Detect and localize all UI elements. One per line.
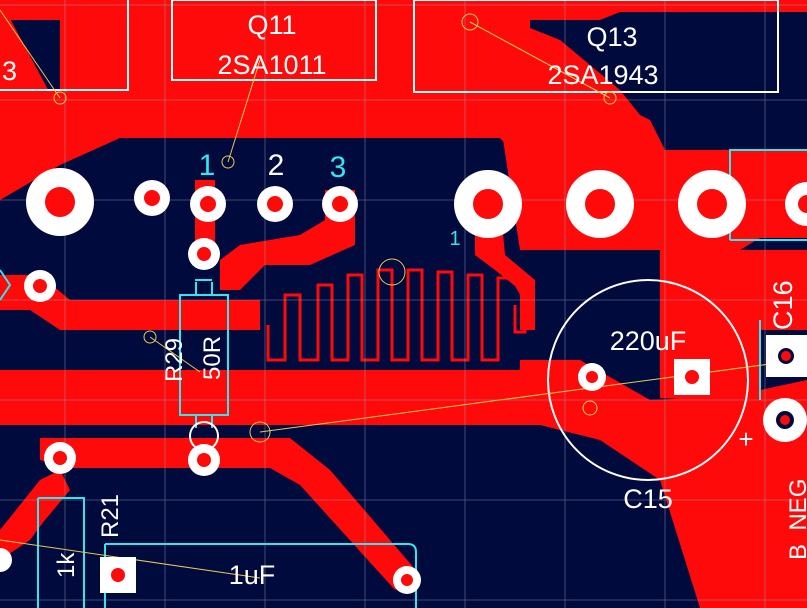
q11-value-label: 2SA1011 [217, 50, 326, 80]
pin1-label: 1 [199, 149, 216, 182]
pad-q13-2[interactable] [566, 170, 634, 238]
pad-bottom-track-end[interactable] [393, 566, 421, 594]
track-q11-pin3 [220, 190, 355, 290]
pad-c15-minus[interactable] [578, 363, 606, 391]
r21-outline [37, 497, 85, 608]
copper-pour-main [0, 85, 670, 250]
copper-pour-bottom-band [0, 370, 580, 425]
neg-partial-label: B_NEG [785, 479, 807, 560]
silkscreen-outlines [0, 0, 779, 481]
pad-right-edge[interactable] [785, 182, 807, 226]
pad-left-bottom[interactable] [0, 548, 12, 572]
silkscreen-text: Q11 2SA1011 Q13 2SA1943 3 1 2 3 1 220uF … [2, 10, 807, 590]
q11-outline [171, 0, 377, 81]
pad-q11-3[interactable] [322, 186, 358, 222]
q13-pin1-label: 1 [449, 228, 460, 250]
left-marker [0, 269, 12, 301]
c15-plus-mark: + [738, 424, 753, 454]
copper-pour-c15 [520, 360, 807, 608]
silkscreen-cyan-outlines [0, 149, 807, 608]
pad-c16-round[interactable] [763, 398, 807, 442]
r29-ref-label: R29 [161, 338, 188, 382]
pad-q11-2[interactable] [257, 186, 293, 222]
pad-left-edge[interactable] [24, 270, 56, 302]
c16-ref-label: C16 [768, 280, 798, 330]
pad-r29-bottom-2[interactable] [188, 444, 220, 476]
pin3-label: 3 [330, 151, 347, 184]
r21-value-label: 1k [53, 552, 80, 578]
q11-ref-label: Q11 [247, 10, 296, 40]
cap-1uf-value-label: 1uF [229, 560, 276, 590]
q13-value-label: 2SA1943 [547, 60, 658, 90]
r29-outline [179, 279, 229, 428]
pad-1uf-square[interactable] [100, 557, 136, 593]
r21-ref-label: R21 [97, 494, 124, 538]
pad-c15-plus[interactable] [674, 359, 710, 395]
pad-r29-top[interactable] [188, 238, 220, 270]
r29-value-label: 50R [199, 336, 226, 380]
pad-r21-top[interactable] [44, 442, 76, 474]
c15-value-label: 220uF [610, 326, 687, 356]
pads [0, 168, 807, 594]
c15-ref-label: C15 [623, 484, 673, 514]
c15-outline [547, 279, 749, 481]
q13-ref-label: Q13 [586, 22, 637, 52]
pad-q11-1[interactable] [190, 186, 226, 222]
q-left-partial-label: 3 [2, 56, 17, 86]
q-left-outline [0, 0, 129, 91]
track-bottom-left [0, 470, 70, 560]
q13-outline [413, 0, 779, 93]
pad-q13-3[interactable] [678, 170, 746, 238]
copper-pour-right-bottom [780, 470, 807, 608]
track-r29-lower [40, 438, 420, 590]
serpentine-trace [266, 268, 527, 362]
pad-q13-1[interactable] [454, 170, 522, 238]
pad-c16-square[interactable] [766, 335, 807, 377]
pad-large-left[interactable] [26, 168, 94, 236]
pin2-label: 2 [268, 149, 285, 182]
pad-q11-via[interactable] [134, 180, 170, 216]
